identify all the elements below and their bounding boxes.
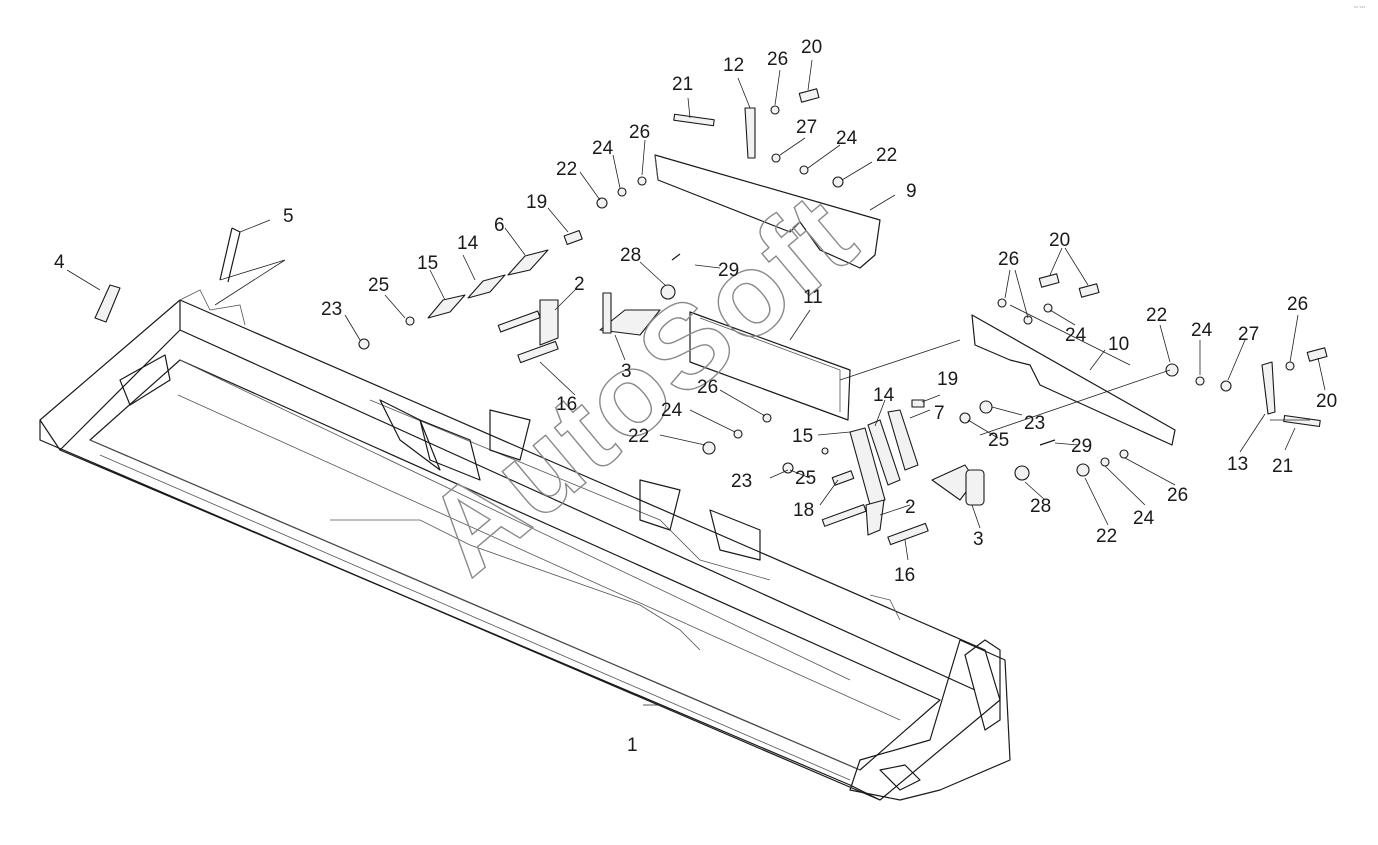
callout-20: 20 — [801, 37, 822, 58]
parts-right-center-group — [702, 399, 1129, 546]
callout-27: 27 — [1238, 324, 1259, 345]
callout-13: 13 — [1227, 454, 1248, 475]
part-11-plate — [689, 311, 851, 421]
callout-22: 22 — [556, 159, 577, 180]
callout-2: 2 — [905, 497, 916, 518]
callout-23: 23 — [321, 299, 342, 320]
leader-lines — [66, 59, 1326, 706]
callout-11: 11 — [803, 287, 823, 308]
callout-24: 24 — [661, 400, 683, 421]
callout-7: 7 — [934, 403, 945, 424]
callout-18: 18 — [793, 500, 814, 521]
callout-9: 9 — [906, 181, 917, 202]
part-10-plate — [971, 314, 1176, 446]
callout-14: 14 — [873, 385, 895, 406]
callout-15: 15 — [792, 426, 813, 447]
callout-29: 29 — [1071, 436, 1092, 457]
part-5-spring — [219, 227, 241, 283]
callout-26: 26 — [1167, 485, 1188, 506]
callout-15: 15 — [417, 253, 438, 274]
callout-23: 23 — [1024, 413, 1045, 434]
callout-16: 16 — [556, 394, 577, 415]
callout-26: 26 — [697, 377, 718, 398]
callout-10: 10 — [1108, 334, 1129, 355]
parts-top-hardware — [673, 88, 844, 188]
callout-25: 25 — [988, 430, 1009, 451]
callout-3: 3 — [621, 361, 632, 382]
callout-5: 5 — [283, 206, 294, 227]
callout-4: 4 — [54, 252, 65, 273]
callout-22: 22 — [876, 145, 897, 166]
callout-22: 22 — [1146, 305, 1167, 326]
callout-24: 24 — [836, 128, 858, 149]
callout-19: 19 — [937, 369, 958, 390]
callout-26: 26 — [767, 49, 788, 70]
callout-16: 16 — [894, 565, 915, 586]
callout-28: 28 — [620, 245, 641, 266]
callout-1: 1 — [627, 735, 638, 756]
callout-labels: 1 2 2 3 3 4 5 6 7 9 10 11 12 13 14 14 15… — [54, 37, 1337, 756]
callout-26: 26 — [998, 249, 1019, 270]
callout-22: 22 — [628, 426, 649, 447]
callout-2: 2 — [574, 274, 585, 295]
parts-right-hardware — [997, 273, 1328, 428]
callout-22: 22 — [1096, 526, 1117, 547]
callout-29: 29 — [718, 260, 739, 281]
callout-12: 12 — [723, 55, 744, 76]
main-frame — [39, 289, 1011, 801]
callout-3: 3 — [973, 529, 984, 550]
callout-25: 25 — [795, 468, 816, 489]
callout-27: 27 — [796, 117, 817, 138]
callout-20: 20 — [1049, 230, 1070, 251]
part-4-bracket — [94, 284, 121, 323]
callout-28: 28 — [1030, 496, 1051, 517]
callout-19: 19 — [526, 192, 547, 213]
part-9-plate — [654, 154, 881, 269]
callout-26: 26 — [1287, 294, 1308, 315]
callout-26: 26 — [629, 122, 650, 143]
callout-14: 14 — [457, 233, 479, 254]
callout-6: 6 — [494, 215, 505, 236]
callout-21: 21 — [672, 74, 693, 95]
corner-logo: °° °°° — [1354, 6, 1365, 12]
callout-24: 24 — [1191, 320, 1213, 341]
callout-24: 24 — [1133, 508, 1155, 529]
callout-23: 23 — [731, 471, 752, 492]
parts-upper-left-group — [358, 176, 681, 364]
callout-24: 24 — [592, 138, 614, 159]
callout-20: 20 — [1316, 391, 1337, 412]
callout-24: 24 — [1065, 325, 1087, 346]
callout-21: 21 — [1272, 456, 1293, 477]
callout-25: 25 — [368, 275, 389, 296]
